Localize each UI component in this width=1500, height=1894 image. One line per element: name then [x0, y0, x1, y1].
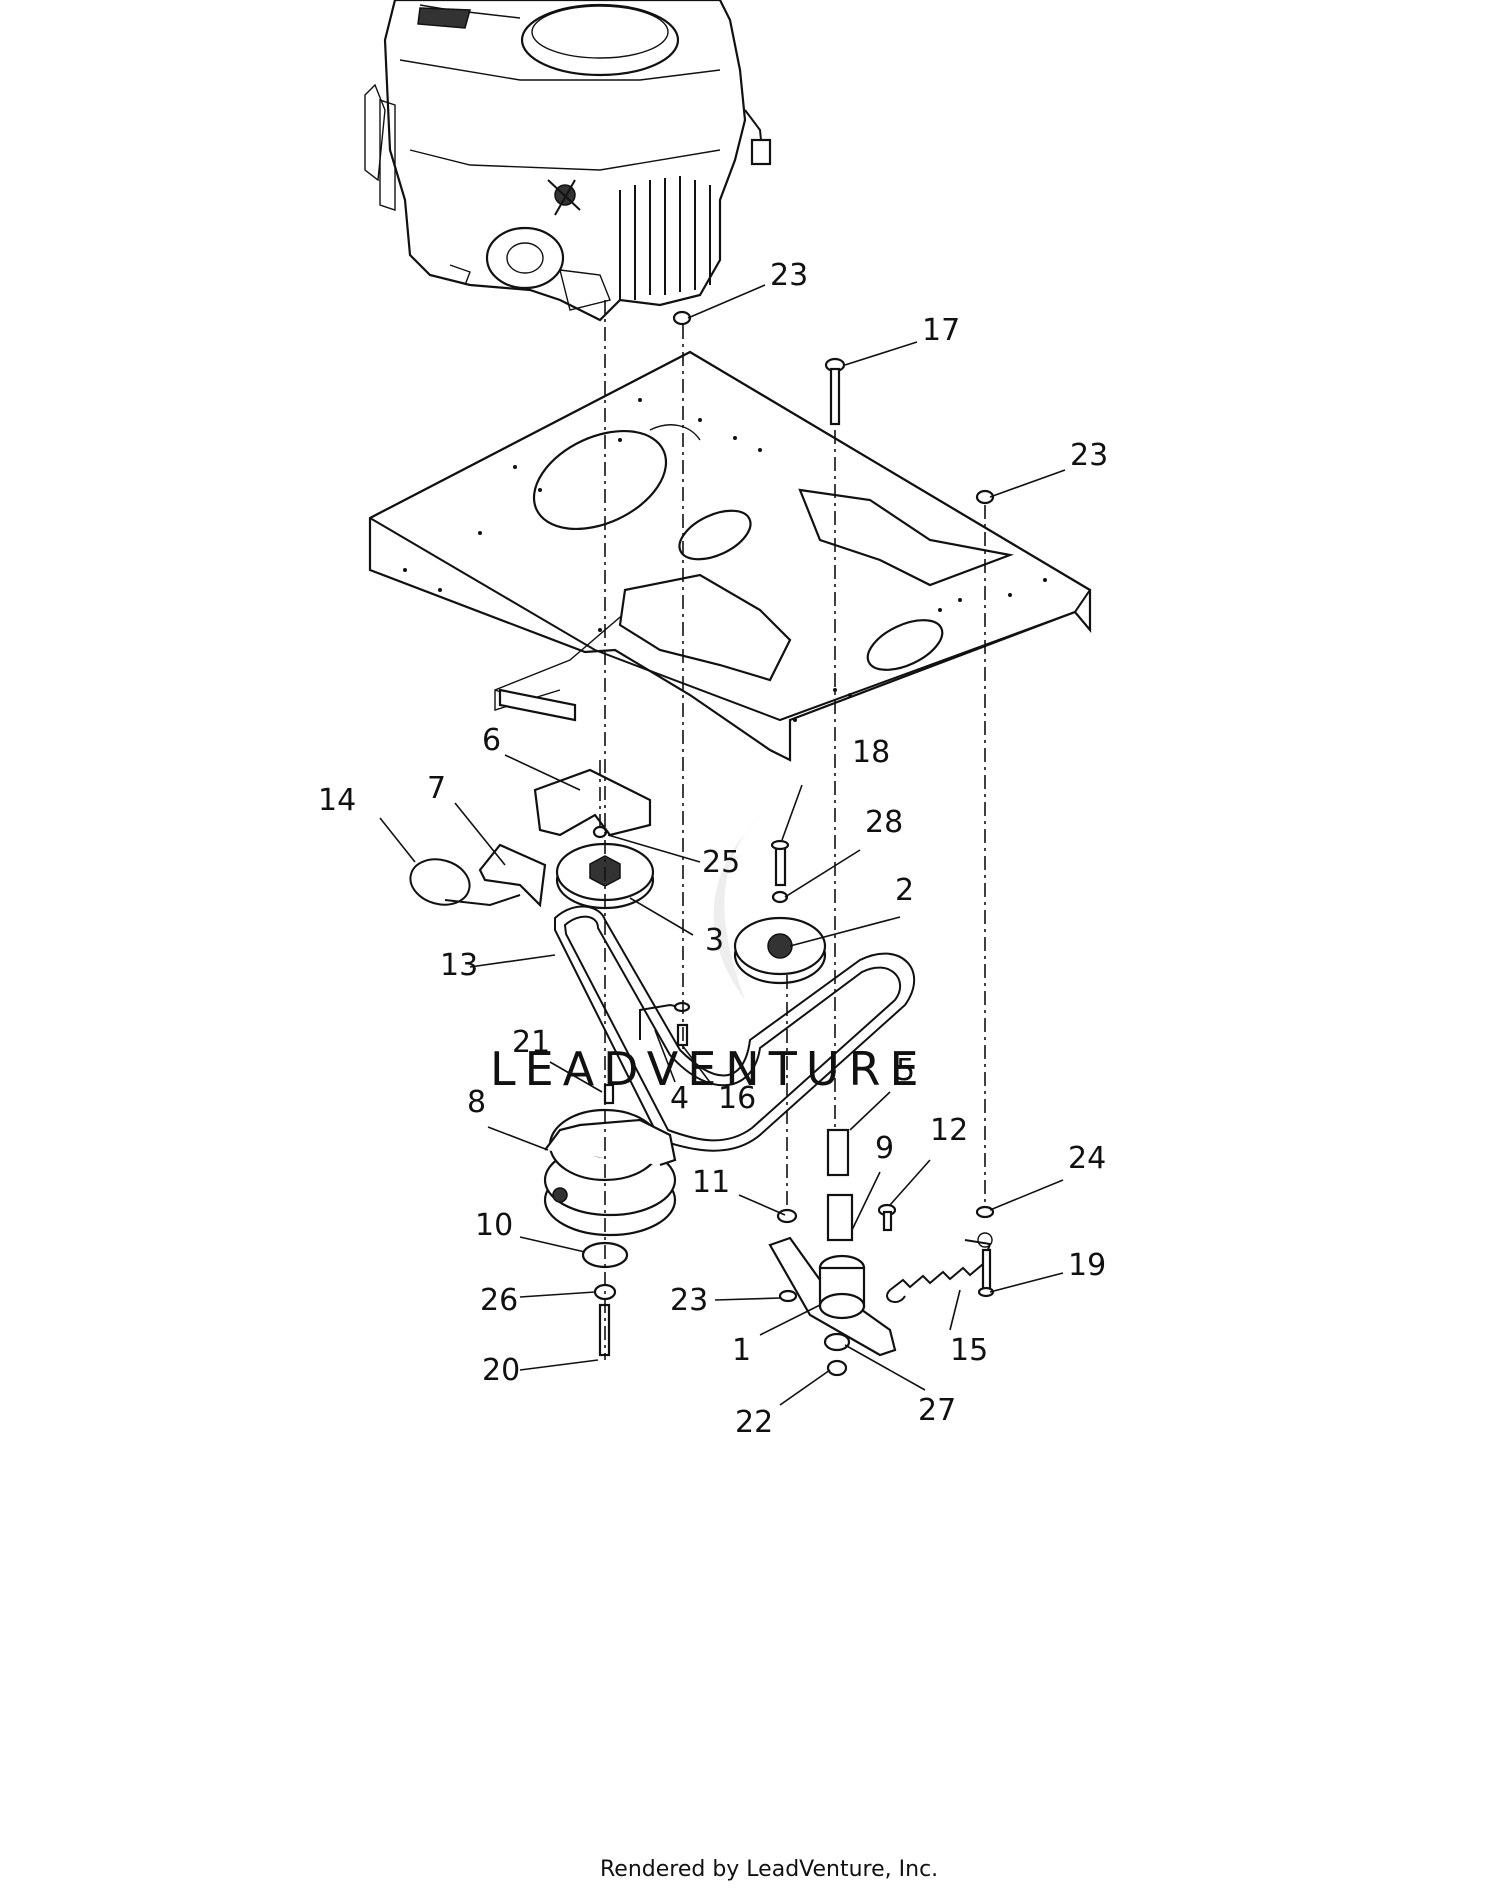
- callout-20: 20: [482, 1353, 520, 1388]
- callout-21: 21: [512, 1025, 550, 1060]
- bolt-25: [592, 825, 608, 839]
- bracket-6: [533, 768, 652, 837]
- nut-22: [826, 1359, 848, 1377]
- callout-9: 9: [875, 1131, 894, 1166]
- callout-23-lower: 23: [670, 1283, 708, 1318]
- pulley-3: [555, 842, 655, 910]
- leader-lines: [379, 284, 1066, 1406]
- spacer-5: [826, 1128, 850, 1177]
- callout-7: 7: [427, 771, 446, 806]
- belt-13: [554, 905, 916, 1152]
- nut-23-right: [975, 489, 995, 505]
- callout-13: 13: [440, 948, 478, 983]
- bolt-18: [770, 839, 790, 887]
- callout-22: 22: [735, 1405, 773, 1440]
- bolt-19: [977, 1248, 995, 1298]
- callout-3: 3: [705, 923, 724, 958]
- watermark-text: LEADVENTURE: [490, 1042, 928, 1096]
- nut-23-lower: [778, 1289, 798, 1303]
- callout-12: 12: [930, 1113, 968, 1148]
- callout-26: 26: [480, 1283, 518, 1318]
- nut-23-top: [672, 310, 692, 326]
- callout-23-top: 23: [770, 258, 808, 293]
- callout-24: 24: [1068, 1141, 1106, 1176]
- callout-15: 15: [950, 1333, 988, 1368]
- callout-11: 11: [692, 1165, 730, 1200]
- bracket-7: [478, 843, 547, 908]
- callout-10: 10: [475, 1208, 513, 1243]
- callout-5: 5: [896, 1053, 915, 1088]
- callout-25: 25: [702, 845, 740, 880]
- callout-14: 14: [318, 783, 356, 818]
- footer-credit: Rendered by LeadVenture, Inc.: [600, 1857, 938, 1882]
- washer-28: [771, 890, 789, 904]
- engine-cooling-fins: [619, 176, 711, 300]
- callout-4: 4: [670, 1081, 689, 1116]
- bolt-12: [877, 1203, 897, 1232]
- hairpin-14: [409, 858, 521, 907]
- washer-11: [776, 1208, 798, 1224]
- callout-28: 28: [865, 805, 903, 840]
- bolt-17: [824, 357, 846, 426]
- nut-24: [975, 1205, 995, 1219]
- callout-2: 2: [895, 873, 914, 908]
- callout-19: 19: [1068, 1248, 1106, 1283]
- callout-27: 27: [918, 1393, 956, 1428]
- washer-27: [823, 1332, 851, 1352]
- rod-4: [639, 1001, 691, 1040]
- callout-16: 16: [718, 1081, 756, 1116]
- callout-6: 6: [482, 723, 501, 758]
- plate-holes: [403, 398, 1047, 722]
- idler-arm-1: [768, 1236, 897, 1357]
- callout-labels: 23 17 23 6 7 14 18 28 25 2 13 3 21 4 16 …: [318, 258, 1108, 1440]
- clutch-8: [543, 1108, 677, 1237]
- bushing-9: [826, 1193, 854, 1242]
- engine: [364, 0, 772, 322]
- spring-15: [886, 1232, 993, 1304]
- chassis-plate: [368, 350, 1092, 762]
- callout-8: 8: [467, 1085, 486, 1120]
- pulley-2: [733, 916, 827, 985]
- callout-18: 18: [852, 735, 890, 770]
- key-21: [603, 1083, 615, 1105]
- callout-23-right: 23: [1070, 438, 1108, 473]
- callout-1: 1: [732, 1333, 751, 1368]
- callout-17: 17: [922, 313, 960, 348]
